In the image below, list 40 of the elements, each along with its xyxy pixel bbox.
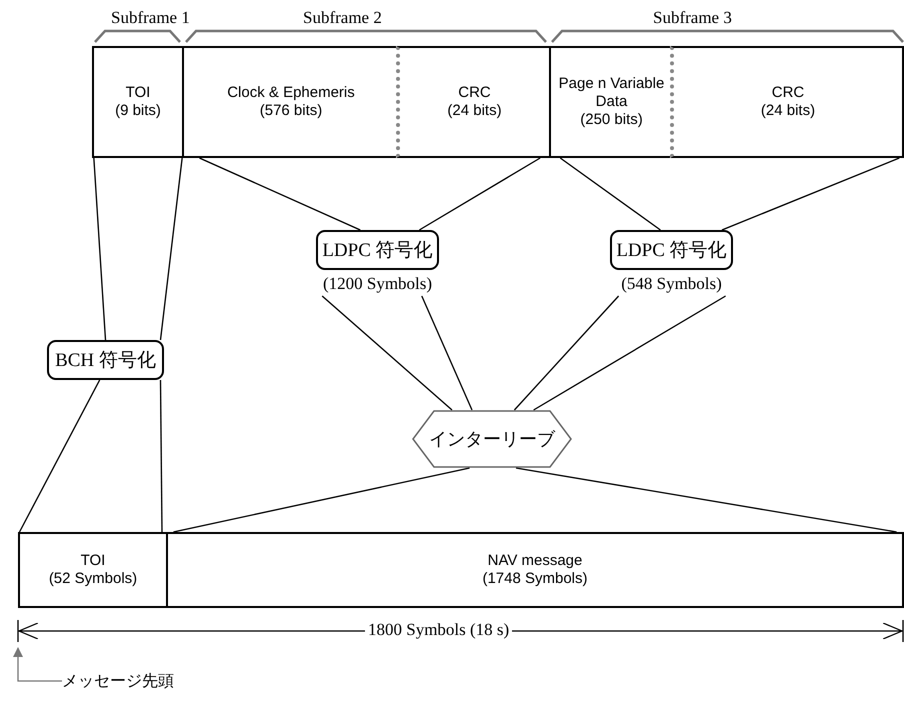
field-size: (24 bits) bbox=[760, 102, 816, 120]
dimension-label: 1800 Symbols (18 s) bbox=[365, 620, 512, 640]
field-name: TOI bbox=[126, 84, 150, 102]
field-size: (52 Symbols) bbox=[48, 570, 138, 588]
field-name: TOI bbox=[80, 552, 106, 570]
connector-line bbox=[421, 296, 473, 410]
field-size: (576 bits) bbox=[260, 102, 322, 120]
leader-line bbox=[13, 647, 62, 682]
connector-line bbox=[160, 380, 163, 532]
field-size: (9 bits) bbox=[115, 102, 161, 120]
field-size: (24 bits) bbox=[447, 102, 502, 120]
field-name: NAV message bbox=[488, 552, 582, 570]
connector-line bbox=[322, 296, 452, 410]
connector-line bbox=[160, 158, 183, 340]
field-name: CRC bbox=[772, 84, 804, 102]
field-size: (250 bits) bbox=[580, 111, 643, 129]
encoder-box: LDPC 符号化 bbox=[316, 230, 439, 270]
connector-line bbox=[516, 467, 897, 533]
field-name: Page n Variable Data bbox=[558, 75, 666, 111]
connector-line bbox=[18, 380, 100, 532]
encoder-box: LDPC 符号化 bbox=[610, 230, 733, 270]
connector-line bbox=[418, 157, 540, 231]
annotation-text: メッセージ先頭 bbox=[62, 668, 202, 694]
connector-line bbox=[173, 467, 470, 533]
message-field bbox=[670, 46, 904, 158]
connector-line bbox=[722, 157, 900, 231]
connector-line bbox=[199, 157, 361, 231]
node-label: インターリーブ bbox=[429, 428, 555, 451]
message-field bbox=[92, 46, 184, 158]
encoder-box: BCH 符号化 bbox=[47, 340, 164, 380]
message-field bbox=[166, 532, 904, 608]
connector-line bbox=[93, 158, 106, 340]
field-name: Clock & Ephemeris bbox=[227, 84, 355, 102]
connector-line bbox=[514, 296, 620, 410]
connector-line bbox=[533, 295, 726, 411]
message-field bbox=[396, 46, 551, 158]
connector-line bbox=[560, 157, 661, 231]
message-field bbox=[18, 532, 168, 608]
field-size: (1748 Symbols) bbox=[482, 570, 588, 588]
field-name: CRC bbox=[458, 84, 491, 102]
